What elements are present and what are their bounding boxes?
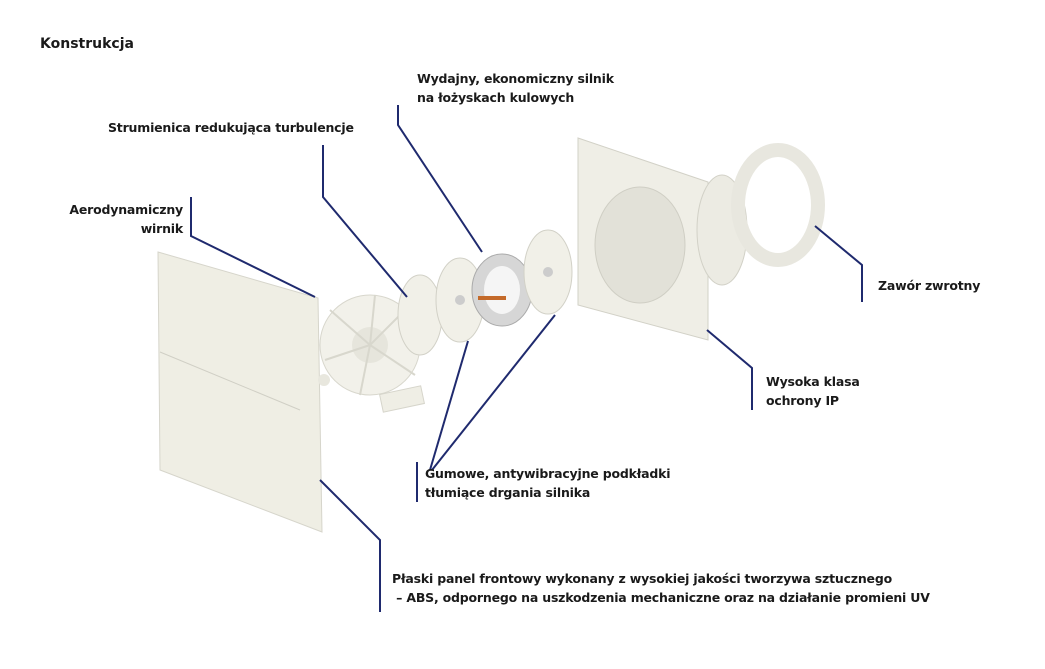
impeller <box>318 294 426 413</box>
leader-lines <box>190 105 863 612</box>
label-line: tłumiące drgania silnika <box>425 485 591 500</box>
label-line: Aerodynamiczny <box>69 202 183 217</box>
leader-nozzle <box>322 145 408 298</box>
label-pads: Gumowe, antywibracyjne podkładki tłumiąc… <box>425 464 671 502</box>
label-nozzle: Strumienica redukująca turbulencje <box>108 118 354 137</box>
label-motor: Wydajny, ekonomiczny silnik na łożyskach… <box>417 69 614 107</box>
label-line: Wysoka klasa <box>766 374 860 389</box>
label-impeller: Aerodynamiczny wirnik <box>69 200 183 238</box>
label-line: ochrony IP <box>766 393 839 408</box>
label-valve: Zawór zwrotny <box>878 276 980 295</box>
label-line: Zawór zwrotny <box>878 278 981 293</box>
check-valve-ring <box>731 143 825 267</box>
label-line: Gumowe, antywibracyjne podkładki <box>425 466 671 481</box>
leader-impeller <box>190 197 316 298</box>
page-title: Konstrukcja <box>40 36 134 52</box>
label-panel: Płaski panel frontowy wykonany z wysokie… <box>392 569 930 607</box>
label-line: na łożyskach kulowych <box>417 90 575 105</box>
leader-valve <box>814 225 863 302</box>
leader-pads-a <box>429 340 469 471</box>
leader-panel <box>319 479 381 612</box>
front-panel <box>157 251 323 533</box>
leader-motor <box>397 105 483 253</box>
label-line: wirnik <box>140 221 183 236</box>
rubber-pad <box>523 229 573 315</box>
housing <box>577 137 748 341</box>
nozzle <box>397 257 485 356</box>
motor <box>471 253 533 327</box>
leader-ip <box>706 329 753 410</box>
label-line: Strumienica redukująca turbulencje <box>108 120 354 135</box>
label-line: Płaski panel frontowy wykonany z wysokie… <box>392 571 892 586</box>
label-ip: Wysoka klasa ochrony IP <box>766 372 860 410</box>
label-line: Wydajny, ekonomiczny silnik <box>417 71 614 86</box>
label-line: – ABS, odpornego na uszkodzenia mechanic… <box>392 590 930 605</box>
leader-pads-b <box>431 314 556 471</box>
